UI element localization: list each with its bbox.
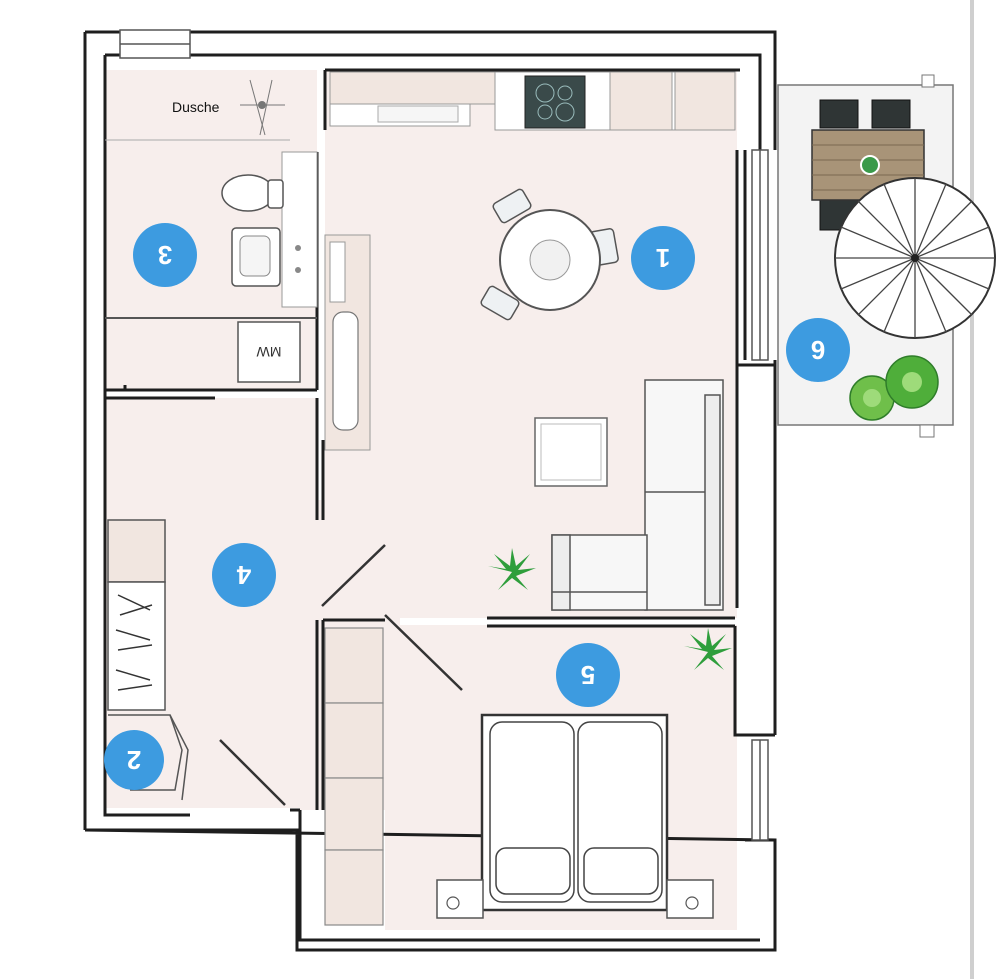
stove-icon	[524, 75, 586, 129]
svg-text:6: 6	[811, 335, 825, 365]
bathroom-fixtures: Dusche MW	[105, 79, 318, 383]
sideboard	[324, 234, 371, 451]
plant-icon	[488, 548, 732, 670]
svg-text:1: 1	[656, 243, 670, 273]
bed-icon	[436, 713, 714, 919]
page-edge	[970, 0, 974, 979]
wc-room	[108, 714, 189, 801]
sofa-icon	[551, 379, 724, 611]
room-badge-4: 4	[212, 543, 276, 607]
washing-machine-icon: MW	[237, 321, 301, 383]
svg-text:3: 3	[158, 240, 172, 270]
room-badge-3: 3	[133, 223, 197, 287]
windows	[119, 29, 769, 841]
doors	[219, 544, 463, 806]
coat-rack	[107, 519, 166, 711]
wardrobe	[324, 627, 384, 926]
kitchen-counter	[329, 71, 736, 131]
parasol-icon	[834, 177, 996, 339]
room-badge-1: 1	[631, 226, 695, 290]
shrub-icon	[849, 355, 939, 421]
room-badge-5: 5	[556, 643, 620, 707]
room-badge-2: 2	[104, 730, 164, 790]
coffee-table-icon	[534, 417, 608, 487]
washing-machine-label: MW	[256, 344, 282, 360]
shower-icon	[240, 79, 285, 136]
toilet-icon	[221, 174, 284, 212]
shower-label: Dusche	[172, 99, 220, 115]
svg-text:5: 5	[581, 660, 595, 690]
terrace	[777, 74, 996, 438]
sink-icon	[231, 227, 301, 287]
svg-text:2: 2	[127, 745, 141, 775]
dining-table-icon	[480, 188, 619, 321]
room-badge-6: 6	[786, 318, 850, 382]
svg-text:4: 4	[236, 560, 251, 590]
